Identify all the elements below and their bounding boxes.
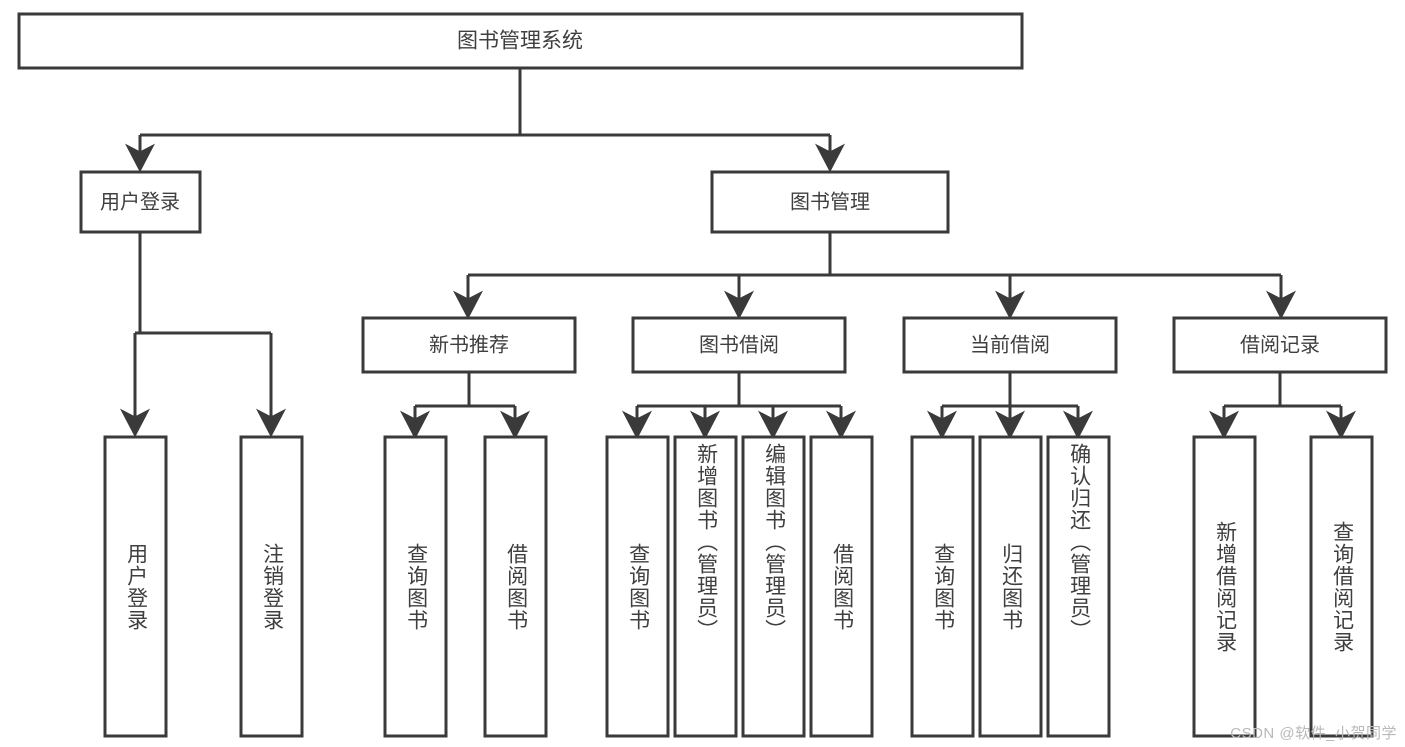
node-user-login-label: 用户登录 bbox=[100, 190, 180, 213]
node-current-borrow-label: 当前借阅 bbox=[970, 333, 1050, 356]
node-root-label: 图书管理系统 bbox=[457, 30, 583, 53]
leaf-box-logout[interactable] bbox=[239, 435, 304, 738]
connector-root-to-tier1 bbox=[125, 68, 845, 173]
leaf-box-confirm-return[interactable] bbox=[1046, 435, 1111, 738]
connector-user-login-to-leaves bbox=[120, 232, 286, 438]
leaf-box-add-record[interactable] bbox=[1192, 435, 1257, 738]
watermark: CSDN @软件_小贺同学 bbox=[1230, 725, 1397, 742]
leaf-box-edit-book[interactable] bbox=[741, 435, 806, 738]
connector-new-book-recommend-to-leaves bbox=[400, 372, 530, 440]
node-book-management[interactable]: 图书管理 bbox=[710, 170, 950, 234]
leaf-box-add-book[interactable] bbox=[673, 435, 738, 738]
leaf-box-query-record[interactable] bbox=[1309, 435, 1374, 738]
node-user-login[interactable]: 用户登录 bbox=[79, 170, 202, 234]
leaf-box-query-book-cb[interactable] bbox=[910, 435, 975, 738]
leaf-box-borrow-book-nr[interactable] bbox=[483, 435, 548, 738]
connector-borrow-record-to-leaves bbox=[1209, 372, 1356, 440]
leaf-box-query-book-nr[interactable] bbox=[383, 435, 448, 738]
node-book-borrow-label: 图书借阅 bbox=[699, 333, 779, 356]
node-book-borrow[interactable]: 图书借阅 bbox=[631, 316, 847, 374]
leaf-box-borrow-book-bb[interactable] bbox=[809, 435, 874, 738]
leaf-box-query-book-bb[interactable] bbox=[605, 435, 670, 738]
node-current-borrow[interactable]: 当前借阅 bbox=[902, 316, 1118, 374]
connector-book-borrow-to-leaves bbox=[622, 372, 856, 440]
node-borrow-record-label: 借阅记录 bbox=[1240, 333, 1320, 356]
leaf-box-return-book[interactable] bbox=[978, 435, 1043, 738]
node-new-book-recommend[interactable]: 新书推荐 bbox=[361, 316, 577, 374]
node-borrow-record[interactable]: 借阅记录 bbox=[1172, 316, 1388, 374]
node-root[interactable]: 图书管理系统 bbox=[17, 12, 1024, 70]
node-new-book-recommend-label: 新书推荐 bbox=[429, 333, 509, 356]
leaf-box-user-login[interactable] bbox=[103, 435, 168, 738]
connector-current-borrow-to-leaves bbox=[927, 372, 1093, 440]
connector-book-management-to-tier2 bbox=[453, 232, 1296, 320]
node-book-management-label: 图书管理 bbox=[790, 190, 870, 213]
